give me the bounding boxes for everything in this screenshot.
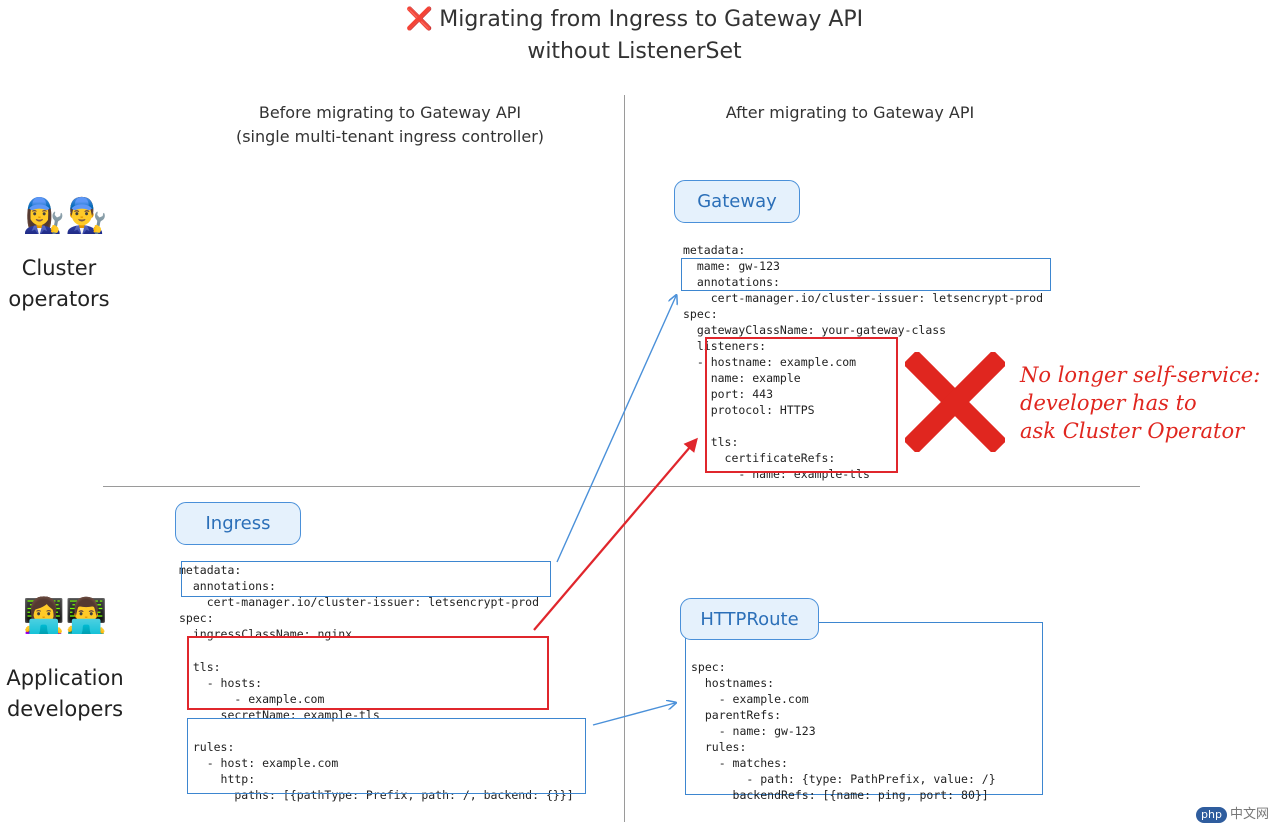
ingress-code-line: rules: [179,740,235,754]
httproute-yaml: spec: hostnames: - example.com parentRef… [691,643,996,819]
gateway-code-line: mame: gw-123 [683,259,780,273]
ingress-annotations-box [181,561,551,597]
gateway-code-line: protocol: HTTPS [683,403,815,417]
gateway-yaml: metadata: mame: gw-123 annotations: cert… [683,226,1043,498]
after-heading: After migrating to Gateway API [725,103,975,122]
cross-mark-icon: ❌ [405,7,434,32]
horizontal-divider [103,486,1140,487]
ingress-code-line: - example.com [179,692,325,706]
httproute-code-line: - matches: [691,756,788,770]
gateway-code-line: annotations: [683,275,780,289]
rules-to-httproute-arrow [592,703,675,726]
watermark-text: 中文网 [1229,807,1269,822]
httproute-code-line: - path: {type: PathPrefix, value: /} [691,772,996,786]
ingress-rules-box [187,718,586,794]
gateway-code-line: cert-manager.io/cluster-issuer: letsencr… [683,291,1044,305]
ingress-code-line: - host: example.com [179,756,339,770]
big-red-x-icon [905,352,1005,452]
gateway-code-line: certificateRefs: [683,451,836,465]
gateway-code-line: tls: [683,435,739,449]
gateway-code-line: name: example [683,371,801,385]
gateway-code-line: spec: [683,307,718,321]
gateway-code-line: port: 443 [683,387,774,401]
note-line-3: ask Cluster Operator [1020,419,1245,443]
ingress-code-line: tls: [179,660,221,674]
no-self-service-note: No longer self-service: developer has to… [1020,361,1260,445]
application-developers-label: Application developers [0,663,130,725]
cluster-operators-line-1: Cluster [21,256,97,280]
gateway-pill: Gateway [674,180,800,223]
httproute-box [685,622,1043,795]
httproute-code-line: parentRefs: [691,708,782,722]
httproute-code-line: rules: [691,740,747,754]
ingress-code-line: annotations: [179,579,276,593]
cluster-operator-avatars-icon: 👩‍🔧👨‍🔧 [22,196,108,236]
ingress-yaml-rules: rules: - host: example.com http: paths: … [179,723,574,819]
httproute-pill: HTTPRoute [680,598,819,640]
cluster-operators-line-2: operators [8,287,110,311]
ingress-code-line: metadata: [179,563,242,577]
gateway-listener-tls-box [705,337,898,473]
application-developers-line-1: Application [6,666,124,690]
gateway-code-line: metadata: [683,243,746,257]
httproute-code-line: - name: gw-123 [691,724,816,738]
before-heading-line-1: Before migrating to Gateway API [258,103,522,122]
application-developers-line-2: developers [6,697,124,721]
diagram-title: ❌Migrating from Ingress to Gateway API [0,4,1269,36]
cluster-operators-label: Cluster operators [0,253,118,315]
tls-to-gateway-arrow [533,437,698,631]
gateway-code-line: listeners: [683,339,767,353]
ingress-yaml-top: metadata: annotations: cert-manager.io/c… [179,546,539,658]
httproute-code-line: backendRefs: [{name: ping, port: 80}] [691,788,989,802]
ingress-code-line: http: [179,772,256,786]
app-developer-avatars-icon: 👩‍💻👨‍💻 [22,596,108,636]
note-line-2: developer has to [1020,391,1197,415]
httproute-code-line: - example.com [691,692,809,706]
ingress-tls-box [187,636,549,710]
note-line-1: No longer self-service: [1020,363,1261,387]
gateway-annotations-box [681,258,1051,291]
title-line-1: Migrating from Ingress to Gateway API [439,7,864,32]
before-heading: Before migrating to Gateway API (single … [200,101,580,149]
gateway-code-line: - name: example-tls [683,467,870,481]
ingress-code-line: - hosts: [179,676,263,690]
gateway-code-line: - hostname: example.com [683,355,857,369]
ingress-code-line: cert-manager.io/cluster-issuer: letsencr… [179,595,540,609]
title-line-2: without ListenerSet [527,39,742,64]
annotations-to-gateway-arrow [556,296,676,563]
before-heading-line-2: (single multi-tenant ingress controller) [235,127,545,146]
httproute-code-line: hostnames: [691,676,775,690]
gateway-code-line: gatewayClassName: your-gateway-class [683,323,947,337]
vertical-divider [624,95,625,822]
ingress-pill: Ingress [175,502,301,545]
ingress-code-line: spec: [179,611,214,625]
httproute-code-line: spec: [691,660,726,674]
php-logo-icon: php [1196,807,1227,823]
ingress-code-line: paths: [{pathType: Prefix, path: /, back… [179,788,574,802]
